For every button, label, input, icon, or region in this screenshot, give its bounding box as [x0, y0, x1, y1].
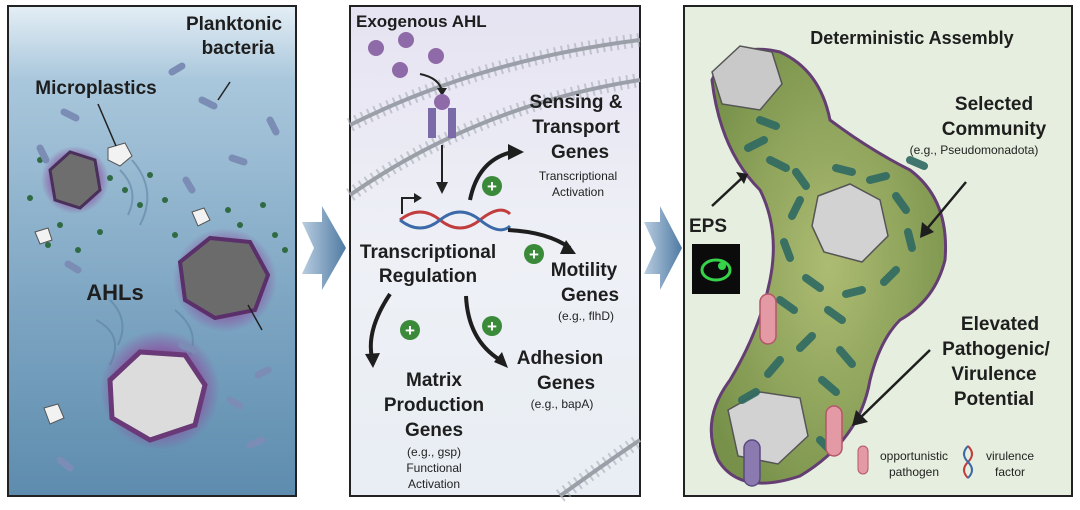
dna-icon: [399, 193, 512, 232]
sensing-note-2: Activation: [552, 185, 604, 199]
ahl-molecules: [27, 157, 288, 253]
planktonic-bacteria: [36, 62, 280, 472]
legend: opportunistic pathogen virulence factor: [857, 445, 1034, 479]
legend-pathogen-icon: [857, 445, 869, 475]
transcriptional-label: Transcriptional: [360, 242, 496, 263]
elevated-label-3: Virulence: [951, 364, 1036, 385]
deterministic-assembly-title: Deterministic Assembly: [810, 28, 1013, 48]
legend-virulence-line1: virulence: [986, 449, 1034, 463]
transition-arrow-1: [302, 206, 346, 290]
motility-example: (e.g., flhD): [558, 309, 614, 323]
microplastic-particles: [34, 142, 277, 450]
cell-membrane-top: [346, 33, 642, 201]
panel-regulation: + + + + Exogenous AHL Transcriptional Re…: [346, 5, 644, 502]
pathogenic-arrow: [857, 349, 931, 421]
legend-pathogen-line1: opportunistic: [880, 449, 948, 463]
planktonic-label-line2: bacteria: [202, 38, 275, 59]
planktonic-leader-line: [217, 81, 231, 101]
exogenous-ahl-label: Exogenous AHL: [356, 12, 487, 31]
legend-pathogen-line2: pathogen: [889, 465, 939, 479]
panel-biofilm: Deterministic Assembly Selected Communit…: [683, 5, 1073, 497]
adhesion-example: (e.g., bapA): [531, 397, 594, 411]
planktonic-label-line1: Planktonic: [186, 14, 283, 35]
matrix-note-2: Activation: [408, 477, 460, 491]
plus-motility: +: [529, 245, 539, 264]
legend-virulence-icon: [963, 445, 973, 479]
adhesion-label-2: Genes: [537, 373, 595, 394]
community-arrow: [925, 181, 967, 231]
matrix-label-1: Matrix: [406, 370, 462, 391]
sensing-label-1: Sensing &: [530, 92, 623, 113]
eps-arrow: [711, 177, 743, 207]
biofilm-microplastics: [711, 45, 889, 465]
eps-label: EPS: [689, 216, 727, 237]
activation-plus-badges: + + + +: [400, 176, 544, 340]
sensing-label-2: Transport: [532, 117, 620, 138]
regulation-label: Regulation: [379, 266, 477, 287]
matrix-example: (e.g., gsp): [407, 445, 461, 459]
pathogen-cells: [743, 293, 843, 487]
matrix-note-1: Functional: [406, 461, 461, 475]
selected-label: Selected: [955, 94, 1033, 115]
ahl-leader-line: [247, 304, 263, 331]
motility-label-1: Motility: [551, 260, 618, 281]
community-example: (e.g., Pseudomonadota): [910, 143, 1039, 157]
microplastics-leader-line: [97, 103, 117, 147]
legend-virulence-line2: factor: [995, 465, 1025, 479]
community-label: Community: [942, 119, 1047, 140]
receptor-icon: [428, 94, 456, 138]
sensing-note-1: Transcriptional: [539, 169, 617, 183]
sensing-label-3: Genes: [551, 142, 609, 163]
matrix-label-2: Production: [384, 395, 484, 416]
transition-arrow-2: [644, 206, 682, 290]
exogenous-ahl-molecules: [368, 32, 444, 78]
elevated-label-1: Elevated: [961, 314, 1039, 335]
matrix-label-3: Genes: [405, 420, 463, 441]
microplastics-label: Microplastics: [35, 78, 156, 99]
plus-sensing: +: [487, 177, 497, 196]
ahls-label: AHLs: [86, 280, 143, 305]
panel-planktonic: Planktonic bacteria Microplastics AHLs: [7, 5, 297, 497]
adhesion-label-1: Adhesion: [517, 348, 604, 369]
eps-micrograph: [692, 244, 740, 294]
motility-label-2: Genes: [561, 285, 619, 306]
elevated-label-2: Pathogenic/: [942, 339, 1050, 360]
plus-adhesion: +: [487, 317, 497, 336]
elevated-label-4: Potential: [954, 389, 1034, 410]
cell-membrane-bottom: [555, 434, 644, 502]
plus-matrix: +: [405, 321, 415, 340]
